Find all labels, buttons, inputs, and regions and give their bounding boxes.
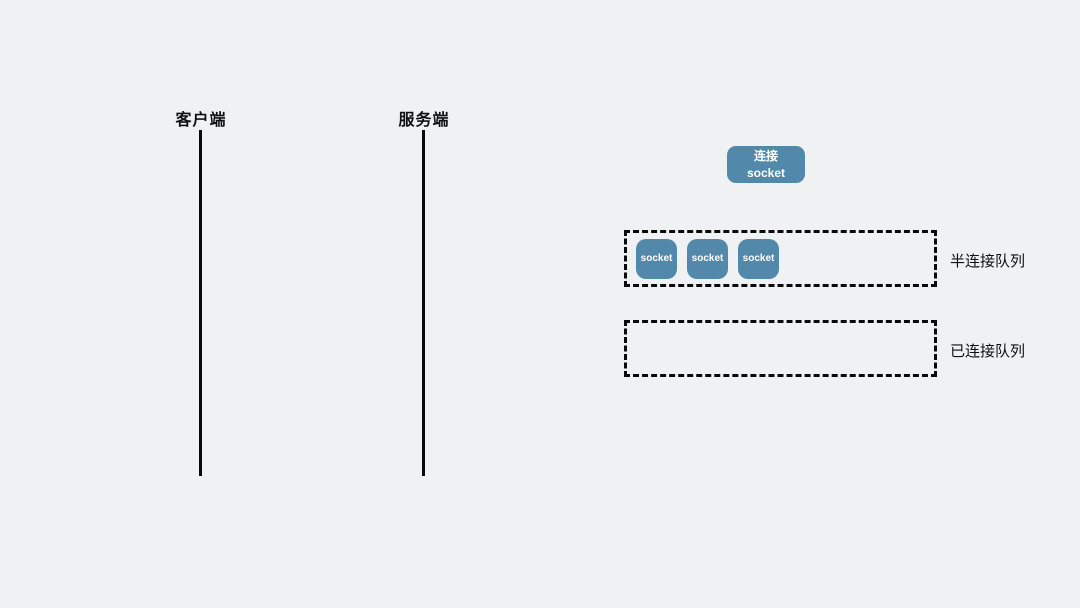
server-lifeline-label: 服务端: [398, 112, 450, 129]
socket-chip: socket: [687, 238, 728, 279]
client-lifeline: [199, 130, 202, 476]
connect-socket-box: 连接 socket: [727, 146, 805, 183]
socket-chip: socket: [738, 238, 779, 279]
syn-queue-box: socket socket socket: [624, 230, 937, 287]
socket-chip: socket: [636, 238, 677, 279]
server-lifeline: [422, 130, 425, 476]
client-lifeline-label: 客户端: [175, 112, 227, 129]
accept-queue-label: 已连接队列: [950, 343, 1026, 360]
connect-socket-box-line1: 连接: [753, 149, 778, 164]
connect-socket-box-line2: socket: [746, 165, 786, 180]
syn-queue-label: 半连接队列: [950, 253, 1026, 270]
accept-queue-box: [624, 320, 937, 377]
